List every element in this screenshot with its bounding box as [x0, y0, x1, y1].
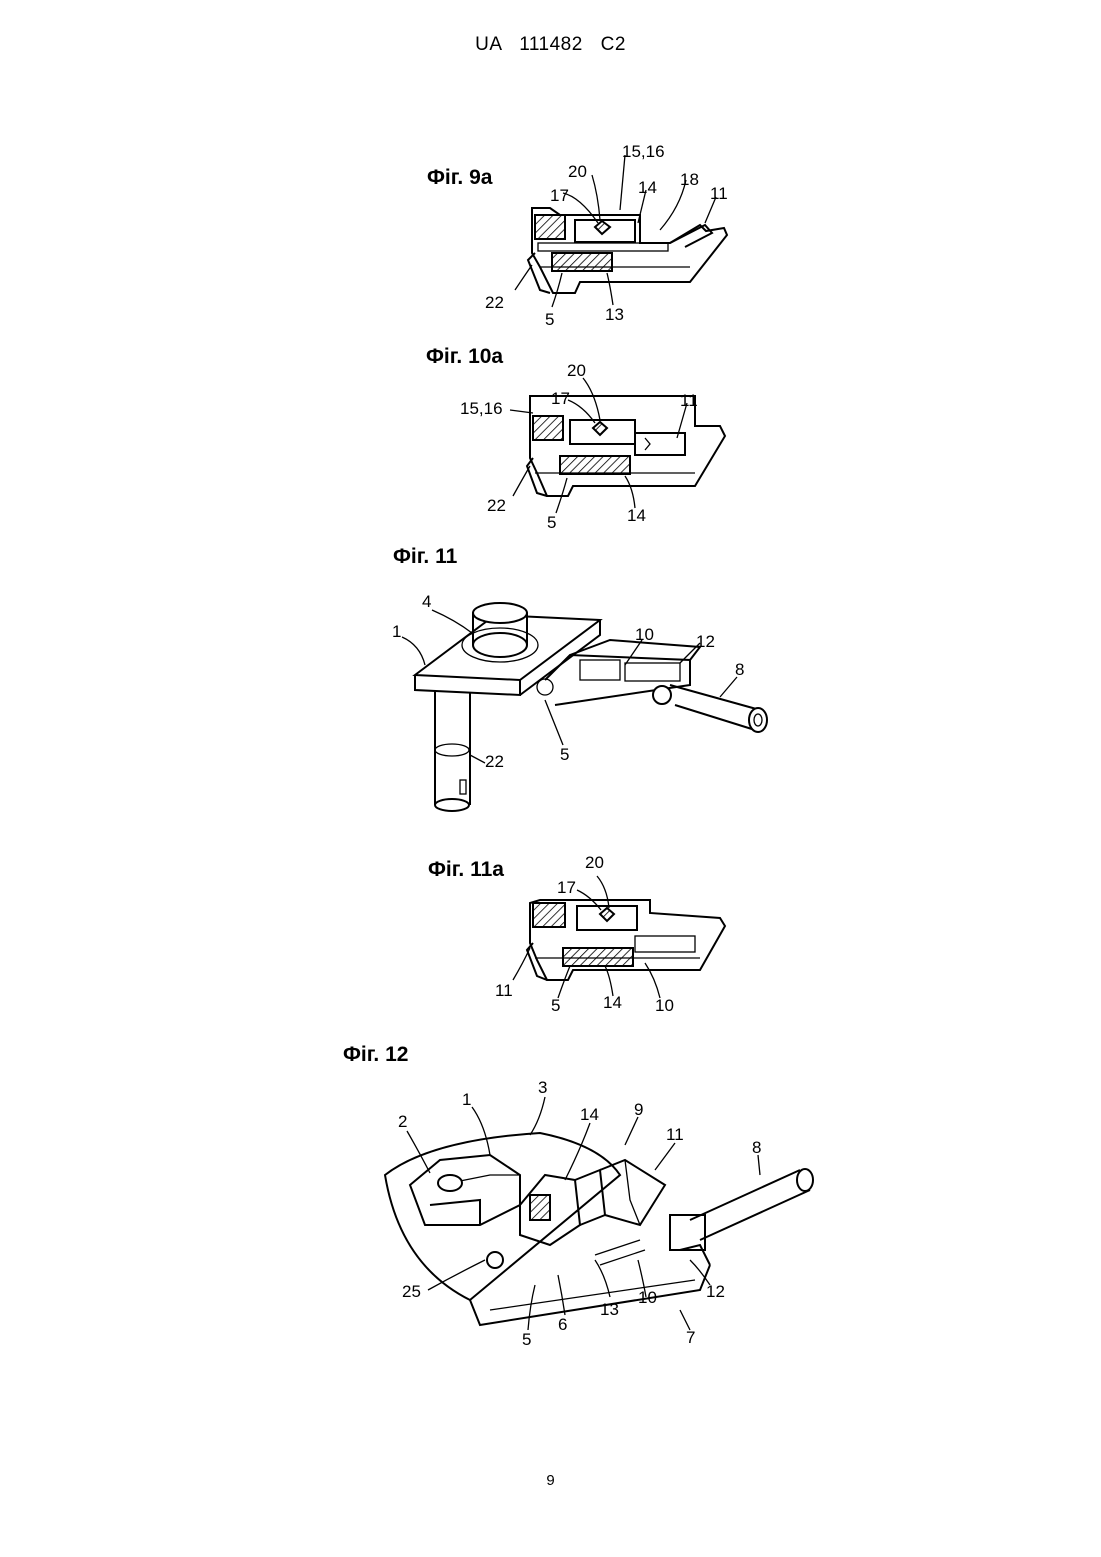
- ref-22: 22: [487, 496, 506, 515]
- ref-1: 1: [392, 622, 401, 641]
- ref-13: 13: [605, 305, 624, 324]
- ref-13: 13: [600, 1300, 619, 1319]
- ref-3: 3: [538, 1078, 547, 1097]
- ref-15-16: 15,16: [622, 142, 665, 161]
- page-number: 9: [0, 1472, 1101, 1489]
- ref-8: 8: [735, 660, 744, 679]
- ref-22: 22: [485, 752, 504, 771]
- ref-2: 2: [398, 1112, 407, 1131]
- ref-11: 11: [680, 391, 698, 410]
- ref-5: 5: [551, 996, 560, 1015]
- ref-10: 10: [655, 996, 674, 1015]
- fig-11-drawing: 4 1 10 12 8 5 22: [380, 585, 800, 825]
- document-header: UA 111482 C2: [0, 34, 1101, 56]
- ref-17: 17: [550, 186, 569, 205]
- ref-20: 20: [567, 361, 586, 380]
- ref-10: 10: [638, 1288, 657, 1307]
- ref-5: 5: [522, 1330, 531, 1349]
- ref-15-16: 15,16: [460, 399, 503, 418]
- ref-5: 5: [560, 745, 569, 764]
- ref-7: 7: [686, 1328, 695, 1347]
- ref-11: 11: [710, 184, 728, 203]
- ref-11: 11: [495, 981, 513, 1000]
- ref-8: 8: [752, 1138, 761, 1157]
- ref-12: 12: [696, 632, 715, 651]
- ref-18: 18: [680, 170, 699, 189]
- fig-9a-drawing: 20 15,16 17 14 18 11 22 5 13: [480, 135, 750, 335]
- ref-17: 17: [557, 878, 576, 897]
- ref-14: 14: [627, 506, 646, 525]
- ref-10: 10: [635, 625, 654, 644]
- ref-20: 20: [568, 162, 587, 181]
- ref-11: 11: [666, 1125, 684, 1144]
- ref-5: 5: [547, 513, 556, 528]
- ref-6: 6: [558, 1315, 567, 1334]
- ref-4: 4: [422, 592, 431, 611]
- ref-25: 25: [402, 1282, 421, 1301]
- ref-12: 12: [706, 1282, 725, 1301]
- ref-14: 14: [603, 993, 622, 1012]
- fig-12-label: Фіг. 12: [343, 1043, 408, 1067]
- ref-20: 20: [585, 853, 604, 872]
- ref-5: 5: [545, 310, 554, 329]
- ref-9: 9: [634, 1100, 643, 1119]
- ref-1: 1: [462, 1090, 471, 1109]
- fig-11-label: Фіг. 11: [393, 545, 457, 569]
- ref-14: 14: [638, 178, 657, 197]
- ref-17: 17: [551, 389, 570, 408]
- fig-10a-drawing: 20 17 15,16 11 22 5 14: [455, 358, 745, 528]
- fig-12-drawing: 2 1 3 14 9 11 8 25 13 10 12 5 6 7: [370, 1075, 830, 1350]
- ref-14: 14: [580, 1105, 599, 1124]
- fig-11a-drawing: 20 17 11 5 14 10: [485, 848, 745, 1018]
- ref-22: 22: [485, 293, 504, 312]
